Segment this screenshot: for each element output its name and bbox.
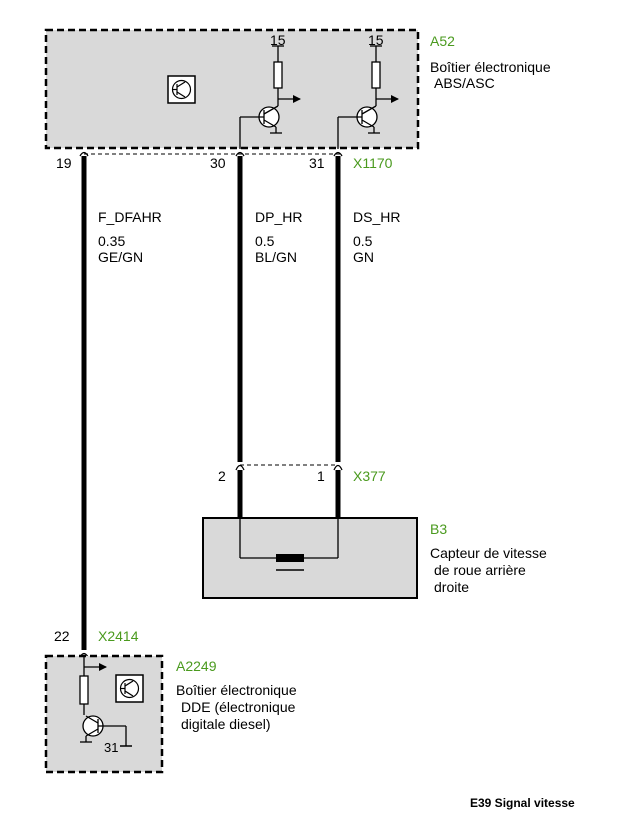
b3-id-label: B3 bbox=[430, 521, 447, 537]
electronic-unit-icon bbox=[167, 75, 196, 104]
x377-pin-2: 2 bbox=[218, 468, 226, 484]
pin-19-socket-icon bbox=[79, 151, 89, 157]
wires bbox=[81, 156, 341, 650]
a52-id-label: A52 bbox=[430, 33, 455, 49]
a52-housing bbox=[44, 28, 420, 150]
x1170-pin-19: 19 bbox=[56, 155, 72, 171]
connector-x377: 2 1 X377 bbox=[218, 464, 386, 484]
a2249-desc-line2: DDE (électronique bbox=[181, 699, 296, 715]
wire-label-section-1: 0.5 bbox=[255, 233, 275, 249]
x377-id-label: X377 bbox=[353, 468, 386, 484]
x1170-pin-30: 30 bbox=[210, 155, 226, 171]
pin-30-socket-icon bbox=[235, 151, 245, 157]
a52-desc-line2: ABS/ASC bbox=[434, 75, 495, 91]
b3-desc-line3: droite bbox=[434, 579, 469, 595]
b3-desc-line1: Capteur de vitesse bbox=[430, 545, 547, 561]
a52-supply-left-label: 15 bbox=[270, 32, 286, 48]
pin-31-socket-icon bbox=[333, 151, 343, 157]
connector-x2414: 22 X2414 bbox=[54, 628, 139, 658]
resistor-icon bbox=[273, 61, 283, 89]
x1170-id-label: X1170 bbox=[353, 155, 393, 171]
x1170-pin-31: 31 bbox=[309, 155, 325, 171]
component-a2249: 31 A2249 Boîtier électronique DDE (élect… bbox=[44, 654, 297, 774]
wire-label-color-1: BL/GN bbox=[255, 249, 297, 265]
connector-x1170: 19 30 31 X1170 bbox=[56, 151, 393, 171]
x2414-pin-22: 22 bbox=[54, 628, 70, 644]
wire-label-name-0: F_DFAHR bbox=[98, 209, 162, 225]
a2249-ground-pin: 31 bbox=[104, 740, 118, 755]
a52-output-stage-left bbox=[239, 45, 301, 149]
electronic-unit-icon bbox=[115, 674, 144, 703]
a2249-desc-line1: Boîtier électronique bbox=[176, 682, 297, 698]
diagram-title: E39 Signal vitesse bbox=[470, 796, 575, 810]
a2249-desc-line3: digitale diesel) bbox=[181, 716, 271, 732]
resistor-icon bbox=[79, 675, 89, 705]
a2249-id-label: A2249 bbox=[176, 658, 217, 674]
wire-label-color-2: GN bbox=[353, 249, 374, 265]
x377-pin-1: 1 bbox=[317, 468, 325, 484]
resistor-icon bbox=[371, 61, 381, 89]
a52-desc-line1: Boîtier électronique bbox=[430, 59, 551, 75]
wire-label-name-2: DS_HR bbox=[353, 209, 400, 225]
pin-2-socket-icon bbox=[235, 464, 245, 471]
component-a52: 15 15 A52 Boîtier électronique ABS/ASC bbox=[44, 28, 551, 150]
a52-supply-right-label: 15 bbox=[368, 32, 384, 48]
wire-label-section-2: 0.5 bbox=[353, 233, 373, 249]
a52-output-stage-right bbox=[337, 45, 399, 149]
wire-labels: F_DFAHR 0.35 GE/GN DP_HR 0.5 BL/GN DS_HR… bbox=[98, 209, 400, 265]
x2414-id-label: X2414 bbox=[98, 628, 139, 644]
component-b3: B3 Capteur de vitesse de roue arrière dr… bbox=[202, 517, 547, 599]
b3-desc-line2: de roue arrière bbox=[434, 562, 526, 578]
pin-1-socket-icon bbox=[333, 464, 343, 471]
inductive-sensor-icon bbox=[276, 554, 304, 562]
wire-label-name-1: DP_HR bbox=[255, 209, 302, 225]
wire-label-color-0: GE/GN bbox=[98, 249, 143, 265]
wire-label-section-0: 0.35 bbox=[98, 233, 125, 249]
